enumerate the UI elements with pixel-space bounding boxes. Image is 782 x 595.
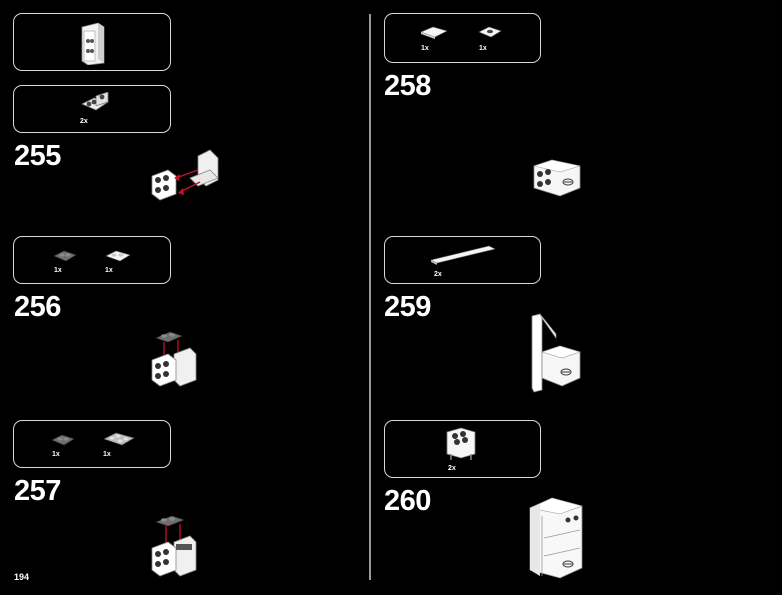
part-quantity: 2x [448, 465, 456, 472]
step-number-256: 256 [14, 291, 61, 323]
column-divider [369, 14, 371, 580]
long-white-tile-piece [430, 245, 496, 265]
part-quantity: 1x [54, 267, 62, 274]
part-quantity: 1x [52, 451, 60, 458]
parts-callout-step-258: 1x 1x [384, 13, 541, 63]
step-258-assembly-illustration [532, 159, 581, 197]
step-number-257: 257 [14, 475, 61, 507]
step-number-255: 255 [14, 140, 61, 172]
light-gray-plate-piece [103, 432, 135, 446]
white-tile-piece [420, 26, 448, 39]
page-number: 194 [14, 572, 30, 582]
part-quantity: 1x [105, 267, 113, 274]
fridge-subassembly-illustration [81, 22, 105, 65]
parts-callout-step-257: 1x 1x [13, 420, 171, 468]
step-260-assembly-illustration [529, 497, 583, 579]
dark-gray-plate-piece [53, 250, 77, 262]
parts-callout-step-259: 2x [384, 236, 541, 284]
step-number-260: 260 [384, 485, 431, 517]
part-quantity: 1x [479, 45, 487, 52]
white-bracket-piece [81, 92, 109, 111]
step-255-assembly-illustration [151, 149, 219, 201]
parts-callout-step-260: 2x [384, 420, 541, 478]
step-257-assembly-illustration [151, 515, 197, 577]
white-plate-piece [105, 250, 131, 262]
previous-assembly-callout [13, 13, 171, 71]
part-quantity: 1x [103, 451, 111, 458]
part-quantity: 2x [80, 118, 88, 125]
step-number-258: 258 [384, 70, 431, 102]
step-259-assembly-illustration [531, 313, 581, 393]
white-bracket-box-piece [446, 427, 476, 460]
parts-callout-step-255: 2x [13, 85, 171, 133]
part-quantity: 2x [434, 271, 442, 278]
white-jumper-plate-piece [478, 26, 502, 38]
step-number-259: 259 [384, 291, 431, 323]
step-256-assembly-illustration [151, 331, 197, 387]
part-quantity: 1x [421, 45, 429, 52]
parts-callout-step-256: 1x 1x [13, 236, 171, 284]
dark-gray-plate-piece [51, 434, 75, 446]
